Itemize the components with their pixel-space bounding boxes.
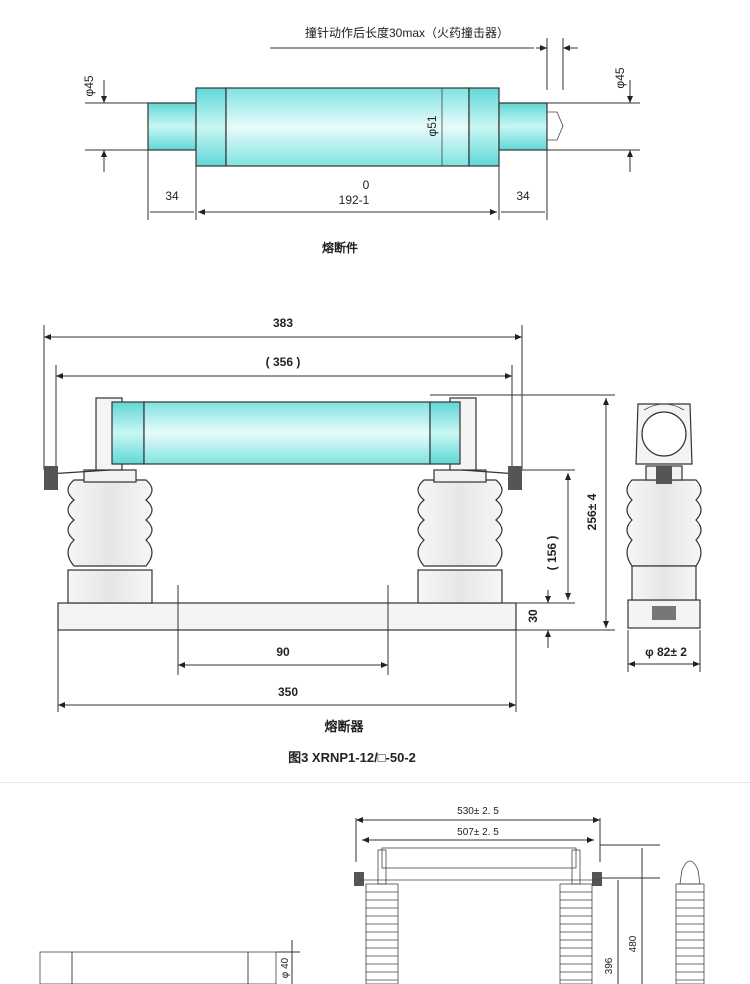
assembly-right-ferrule bbox=[429, 401, 461, 465]
fig3-fuse-tube bbox=[381, 847, 577, 869]
dia-mid-label: φ51 bbox=[425, 115, 439, 136]
dim-fuse-507: 507± 2. 5 bbox=[457, 827, 499, 838]
fuse-figure-3: 530± 2. 5 507± 2. 5 396 480 bbox=[39, 806, 705, 984]
fuse-assembly-figure: 383 ( 356 ) bbox=[43, 316, 702, 765]
fig3-right-insulator bbox=[559, 883, 593, 984]
dim-base-350: 350 bbox=[278, 685, 298, 699]
dim-left-text: 34 bbox=[165, 189, 179, 203]
dim-396: 396 bbox=[604, 957, 615, 974]
dim-right-text: 34 bbox=[516, 189, 530, 203]
fig3-side-insulator bbox=[675, 860, 705, 984]
figure-title: 图3 XRNP1-12/□-50-2 bbox=[288, 750, 416, 765]
fuse-link-caption: 熔断件 bbox=[322, 240, 358, 255]
right-terminal bbox=[508, 466, 522, 490]
striker-pin bbox=[547, 111, 564, 141]
fig3-left-insulator bbox=[365, 883, 399, 984]
left-insulator bbox=[67, 469, 153, 604]
dim-mount-90: 90 bbox=[276, 645, 290, 659]
fig3-small-fuse-body bbox=[71, 951, 249, 984]
fig3-small-fuse-right bbox=[247, 951, 277, 984]
right-insulator bbox=[417, 469, 503, 604]
fig3-small-fuse-left bbox=[39, 951, 73, 984]
fuse-tube bbox=[225, 87, 470, 167]
dim-center-bottom-text: 192-1 bbox=[339, 193, 370, 207]
dim-fuse-356: ( 356 ) bbox=[266, 355, 301, 369]
fuse-left-end bbox=[147, 102, 197, 151]
assembly-left-ferrule bbox=[111, 401, 145, 465]
dim-side-82: φ 82± 2 bbox=[645, 645, 687, 659]
fuse-left-ferrule bbox=[195, 87, 227, 167]
dim-base-30: 30 bbox=[526, 609, 540, 623]
panel-divider bbox=[0, 782, 750, 783]
dim-height-256: 256± 4 bbox=[585, 493, 599, 530]
fuse-link-figure: 撞针动作后长度30max（火药撞击器） φ45 φ45 φ51 bbox=[82, 25, 640, 255]
dia-right-label: φ45 bbox=[613, 67, 627, 88]
striker-note-text: 撞针动作后长度30max（火药撞击器） bbox=[305, 25, 509, 40]
dim-insulator-156: ( 156 ) bbox=[545, 536, 559, 571]
assembly-fuse-tube bbox=[143, 401, 431, 465]
dim-overall-530: 530± 2. 5 bbox=[457, 806, 499, 817]
dim-center-top-text: 0 bbox=[363, 178, 370, 192]
dia-left-label: φ45 bbox=[82, 75, 96, 96]
dim-overall-383: 383 bbox=[273, 316, 293, 330]
fuse-right-ferrule bbox=[468, 87, 500, 167]
dia-40-label: φ 40 bbox=[280, 957, 291, 978]
side-view bbox=[626, 403, 702, 629]
dim-480: 480 bbox=[628, 935, 639, 952]
base-plate bbox=[57, 602, 517, 631]
fuse-assembly-caption: 熔断器 bbox=[324, 719, 364, 734]
fuse-right-end bbox=[498, 102, 548, 151]
left-terminal bbox=[44, 466, 58, 490]
